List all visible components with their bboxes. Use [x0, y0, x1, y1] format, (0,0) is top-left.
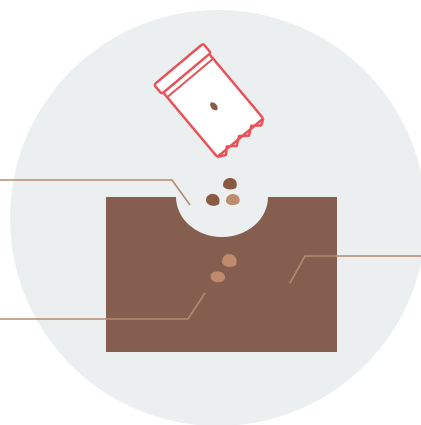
planted-seed-lower [210, 271, 226, 283]
packet-top-seal [153, 43, 212, 95]
packet-seal-line [166, 57, 214, 99]
planted-seed-upper [222, 254, 237, 267]
packet-seed-dot [210, 102, 218, 111]
planted-seed-icon [210, 254, 237, 283]
falling-seed-left [206, 193, 220, 206]
packet-torn-bottom [217, 118, 265, 159]
callout-line-left-top [0, 179, 191, 206]
seed-packet-icon [153, 43, 265, 159]
falling-seed-right [226, 194, 240, 206]
callout-line-left-bottom [0, 292, 206, 320]
falling-seeds-icon [206, 178, 240, 206]
falling-seed-top [223, 178, 237, 190]
callout-line-right [289, 255, 421, 284]
